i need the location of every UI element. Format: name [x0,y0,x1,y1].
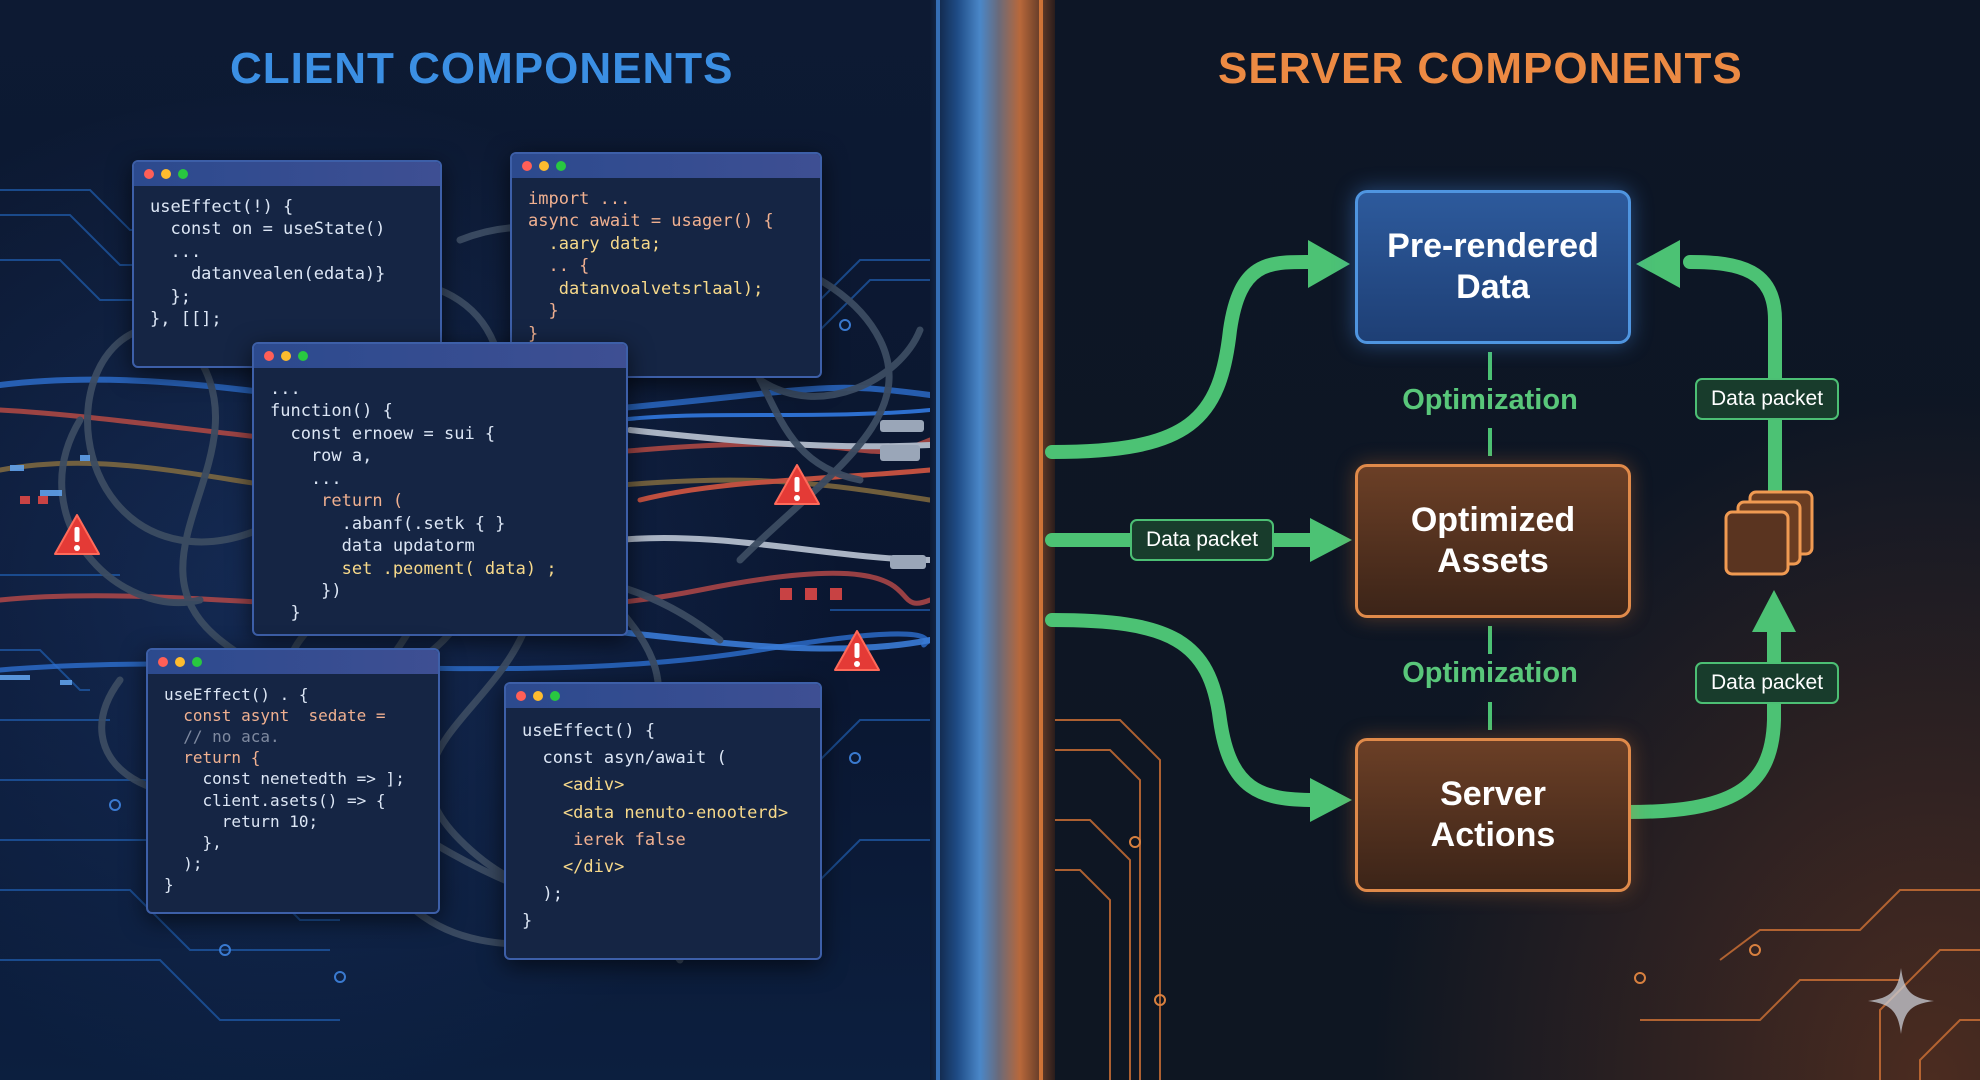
window-dots-icon [506,684,820,708]
window-dots-icon [148,650,438,674]
flow-arrow-to-prerendered-back [1683,255,1782,507]
window-dots-icon [134,162,440,186]
code-window: ...function() { const ernoew = sui { row… [252,342,628,636]
data-packet-badge: Data packet [1130,519,1275,561]
code-window: useEffect() . { const asynt sedate = // … [146,648,440,914]
optimized-assets-box: Optimized Assets [1355,464,1631,618]
data-packet-badge: Data packet [1695,662,1840,704]
code-window: useEffect(!) { const on = useState() ...… [132,160,442,368]
data-packet-badge: Data packet [1695,378,1840,420]
code-window: useEffect() { const asyn/await ( <adiv> … [504,682,822,960]
warning-icon [834,630,880,671]
window-dots-icon [512,154,820,178]
code-snippet: useEffect(!) { const on = useState() ...… [150,197,386,330]
code-snippet: import ...async await = usager() { .aary… [528,189,774,344]
code-snippet: useEffect() . { const asynt sedate = // … [164,685,405,894]
code-window: import ...async await = usager() { .aary… [510,152,822,378]
client-server-divider [930,0,1055,1080]
optimization-label: Optimization [1402,657,1578,689]
optimization-label: Optimization [1402,384,1578,416]
warning-icon [774,464,820,505]
server-actions-box: Server Actions [1355,738,1631,892]
server-components-title: SERVER COMPONENTS [1218,44,1743,93]
code-snippet: useEffect() { const asyn/await ( <adiv> … [522,721,789,932]
flow-arrow-to-actions [1045,613,1322,807]
code-snippet: ...function() { const ernoew = sui { row… [270,379,557,624]
sparkle-icon [1868,968,1934,1034]
flow-arrow-actions-up [1621,618,1781,819]
client-components-title: CLIENT COMPONENTS [230,44,734,93]
window-dots-icon [254,344,626,368]
warning-icon [54,514,100,555]
flow-arrow-to-prerendered [1045,254,1317,459]
pre-rendered-data-box: Pre-rendered Data [1355,190,1631,344]
stacked-layers-icon [1724,490,1814,576]
